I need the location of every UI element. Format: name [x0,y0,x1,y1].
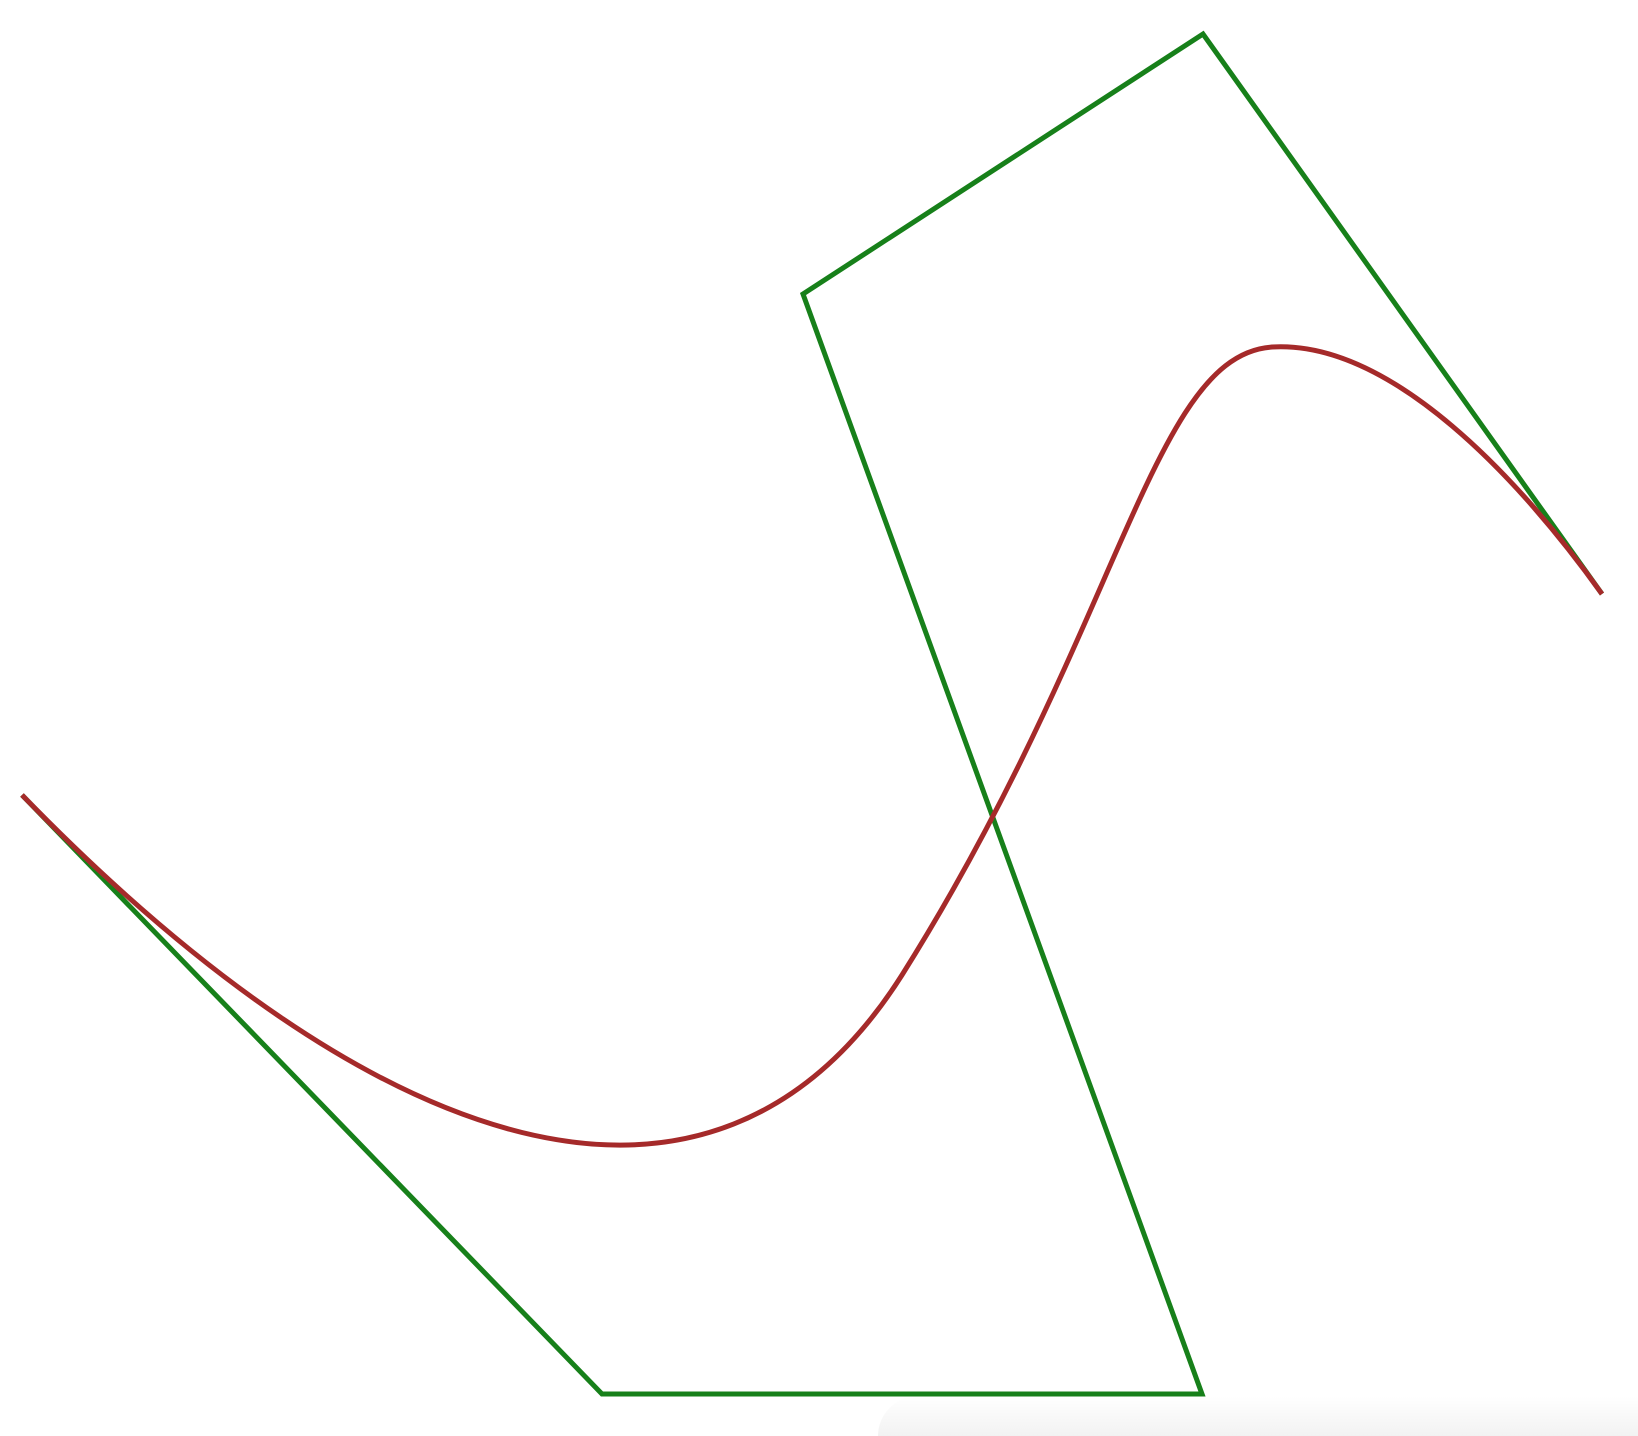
bezier-curve [20,344,1605,1148]
control-polygon [20,30,1605,1397]
